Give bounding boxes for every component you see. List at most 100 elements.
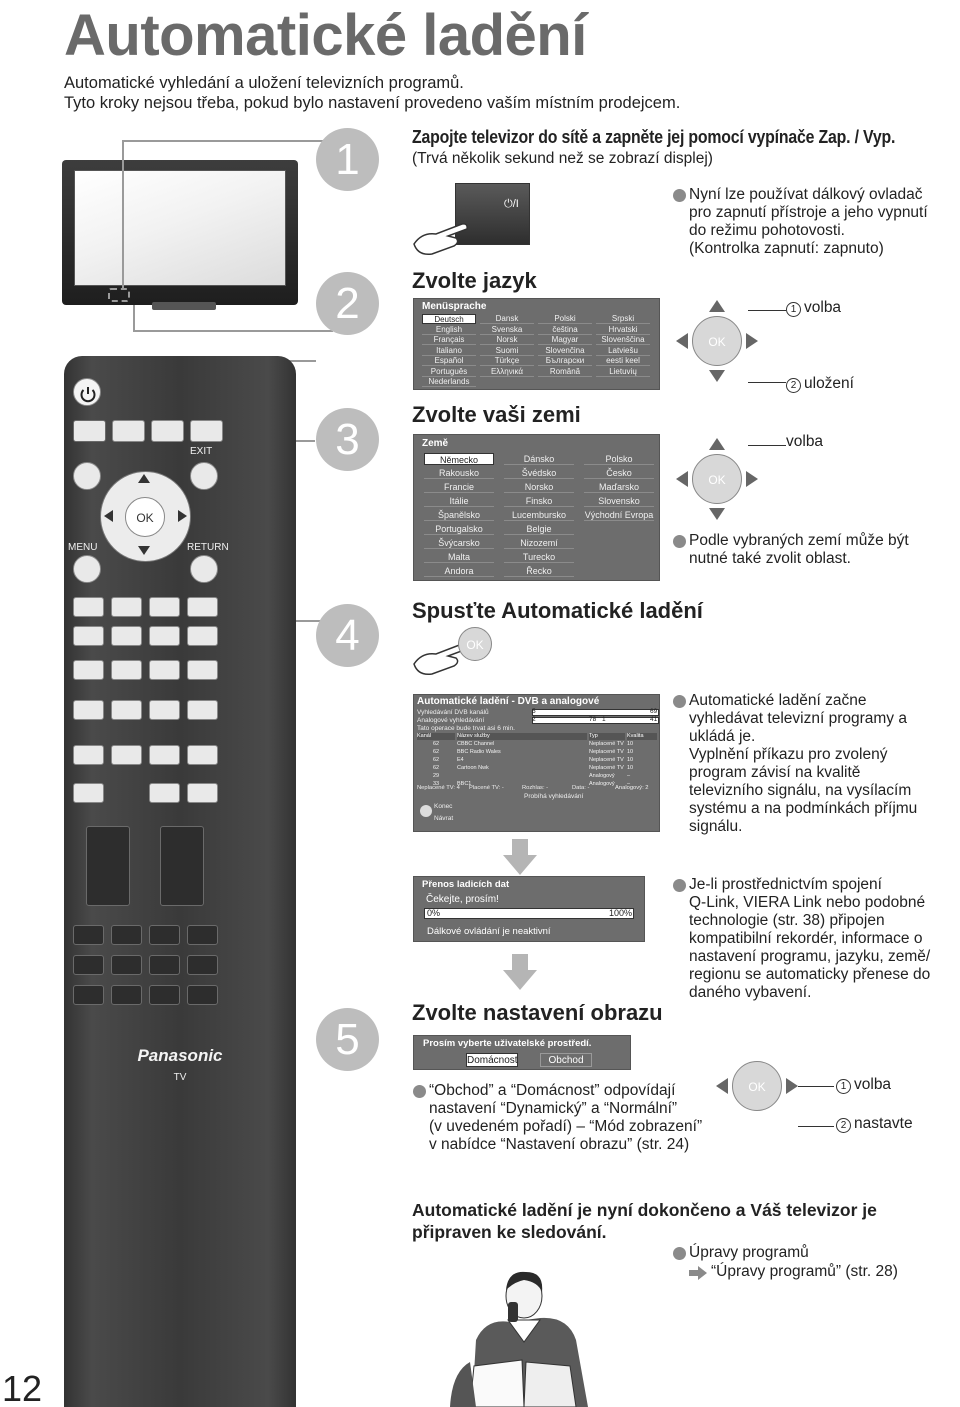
country-option[interactable]: Turecko bbox=[504, 551, 574, 563]
left-arrow-icon[interactable] bbox=[676, 471, 688, 487]
remote-button[interactable] bbox=[151, 420, 184, 442]
remote-button[interactable] bbox=[187, 925, 218, 945]
language-option[interactable]: Português bbox=[422, 367, 476, 377]
language-option[interactable]: Latviešu bbox=[596, 346, 650, 356]
country-option[interactable]: Řecko bbox=[504, 565, 574, 577]
remote-button[interactable] bbox=[111, 626, 142, 646]
country-option[interactable]: Polsko bbox=[584, 453, 654, 465]
language-option[interactable]: Suomi bbox=[480, 346, 534, 356]
remote-button[interactable] bbox=[73, 700, 104, 720]
dpad-ok-button[interactable]: OK bbox=[732, 1061, 782, 1111]
remote-button[interactable] bbox=[73, 626, 104, 646]
remote-button[interactable] bbox=[111, 985, 142, 1005]
remote-button[interactable] bbox=[149, 955, 180, 975]
return-button[interactable] bbox=[190, 555, 218, 583]
country-option[interactable]: Slovensko bbox=[584, 495, 654, 507]
volume-rocker[interactable] bbox=[86, 826, 130, 906]
country-option[interactable]: Švédsko bbox=[504, 467, 574, 479]
down-arrow-icon[interactable] bbox=[709, 508, 725, 520]
right-arrow-icon[interactable] bbox=[746, 471, 758, 487]
remote-button[interactable] bbox=[187, 985, 218, 1005]
country-option[interactable]: Finsko bbox=[504, 495, 574, 507]
remote-button[interactable] bbox=[149, 985, 180, 1005]
remote-button[interactable] bbox=[149, 783, 180, 803]
exit-button[interactable] bbox=[190, 462, 218, 490]
language-option[interactable]: Deutsch bbox=[422, 314, 476, 324]
country-option[interactable]: Norsko bbox=[504, 481, 574, 493]
right-arrow-icon[interactable] bbox=[786, 1078, 798, 1094]
ok-button[interactable]: OK bbox=[125, 497, 165, 537]
country-option[interactable]: Lucembursko bbox=[504, 509, 574, 521]
left-arrow-icon[interactable] bbox=[676, 333, 688, 349]
language-option[interactable]: Ελληνικά bbox=[480, 367, 534, 377]
dpad-ok-button[interactable]: OK bbox=[692, 316, 742, 366]
remote-button[interactable] bbox=[190, 420, 223, 442]
country-option[interactable]: Nizozemí bbox=[504, 537, 574, 549]
dpad-left-icon[interactable] bbox=[104, 510, 113, 522]
remote-button[interactable] bbox=[73, 955, 104, 975]
remote-button[interactable] bbox=[149, 700, 180, 720]
remote-button[interactable] bbox=[149, 925, 180, 945]
remote-button[interactable] bbox=[111, 597, 142, 617]
language-option[interactable]: Norsk bbox=[480, 335, 534, 345]
remote-button[interactable] bbox=[149, 597, 180, 617]
up-arrow-icon[interactable] bbox=[709, 438, 725, 450]
remote-button[interactable] bbox=[111, 955, 142, 975]
remote-button[interactable] bbox=[187, 626, 218, 646]
dpad-down-icon[interactable] bbox=[138, 546, 150, 555]
option-home-button[interactable]: Domácnost bbox=[466, 1053, 518, 1067]
dpad-ok-button[interactable]: OK bbox=[692, 454, 742, 504]
language-option[interactable]: Română bbox=[538, 367, 592, 377]
language-option[interactable]: Srpski bbox=[596, 314, 650, 324]
menu-button[interactable] bbox=[73, 555, 101, 583]
country-option[interactable]: Španělsko bbox=[424, 509, 494, 521]
down-arrow-icon[interactable] bbox=[709, 370, 725, 382]
remote-button[interactable] bbox=[187, 660, 218, 680]
remote-button[interactable] bbox=[149, 626, 180, 646]
language-option[interactable]: Nederlands bbox=[422, 377, 476, 387]
language-option[interactable]: Polski bbox=[538, 314, 592, 324]
remote-button[interactable] bbox=[73, 925, 104, 945]
country-option[interactable]: Rakousko bbox=[424, 467, 494, 479]
language-option[interactable]: Magyar bbox=[538, 335, 592, 345]
country-option[interactable]: Belgie bbox=[504, 523, 574, 535]
language-option[interactable]: Slovenščina bbox=[596, 335, 650, 345]
remote-button[interactable] bbox=[111, 700, 142, 720]
remote-button[interactable] bbox=[111, 660, 142, 680]
remote-button[interactable] bbox=[73, 660, 104, 680]
language-option[interactable]: English bbox=[422, 325, 476, 335]
remote-button[interactable] bbox=[187, 745, 218, 765]
remote-button[interactable] bbox=[111, 925, 142, 945]
country-option[interactable]: Německo bbox=[424, 453, 494, 465]
language-option[interactable]: Български bbox=[538, 356, 592, 366]
step-4-ok-button[interactable]: OK bbox=[458, 627, 492, 661]
left-arrow-icon[interactable] bbox=[716, 1078, 728, 1094]
up-arrow-icon[interactable] bbox=[709, 300, 725, 312]
language-option[interactable]: Slovenčina bbox=[538, 346, 592, 356]
language-option[interactable]: čeština bbox=[538, 325, 592, 335]
country-option[interactable]: Dánsko bbox=[504, 453, 574, 465]
language-option[interactable]: Italiano bbox=[422, 346, 476, 356]
power-button[interactable] bbox=[73, 378, 101, 406]
language-option[interactable]: Svenska bbox=[480, 325, 534, 335]
remote-button[interactable] bbox=[111, 745, 142, 765]
remote-button[interactable] bbox=[112, 420, 145, 442]
remote-button[interactable] bbox=[73, 985, 104, 1005]
country-option[interactable]: Malta bbox=[424, 551, 494, 563]
language-option[interactable]: Hrvatski bbox=[596, 325, 650, 335]
country-option[interactable]: Itálie bbox=[424, 495, 494, 507]
language-option[interactable]: Français bbox=[422, 335, 476, 345]
remote-button[interactable] bbox=[187, 955, 218, 975]
language-option[interactable]: eesti keel bbox=[596, 356, 650, 366]
dpad-up-icon[interactable] bbox=[138, 474, 150, 483]
channel-rocker[interactable] bbox=[160, 826, 204, 906]
remote-button[interactable] bbox=[149, 745, 180, 765]
remote-button[interactable] bbox=[187, 783, 218, 803]
language-option[interactable]: Lietuvių bbox=[596, 367, 650, 377]
remote-round-button[interactable] bbox=[73, 462, 101, 490]
country-option[interactable]: Francie bbox=[424, 481, 494, 493]
dpad-right-icon[interactable] bbox=[178, 510, 187, 522]
remote-button[interactable] bbox=[73, 745, 104, 765]
remote-button[interactable] bbox=[73, 420, 106, 442]
country-option[interactable]: Východní Evropa bbox=[584, 510, 654, 521]
